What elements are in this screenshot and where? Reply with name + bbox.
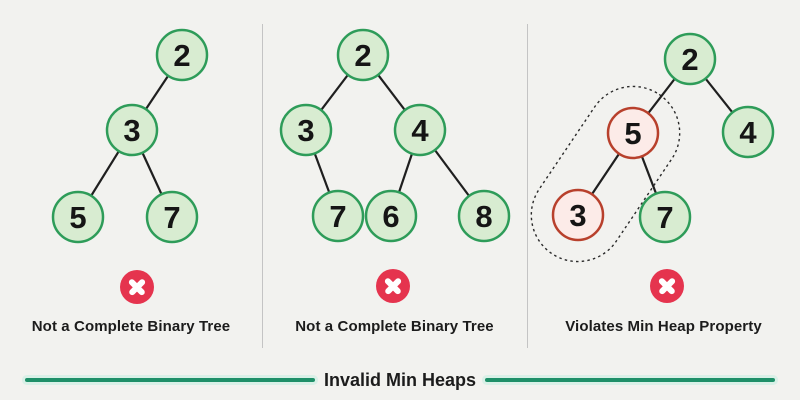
node-label: 8 (475, 199, 492, 234)
panel-caption: Violates Min Heap Property (565, 318, 762, 335)
tree-node (155, 28, 209, 82)
node-label: 2 (354, 38, 371, 73)
tree-node (393, 103, 447, 157)
tree-node (721, 105, 775, 159)
node-label: 7 (163, 200, 180, 235)
node-label: 5 (69, 200, 86, 235)
left-accent-rule (24, 377, 315, 383)
tree-node (364, 189, 418, 243)
node-label: 2 (681, 42, 698, 77)
tree-node (311, 189, 365, 243)
node-label: 7 (656, 200, 673, 235)
node-label: 4 (411, 113, 429, 148)
right-accent-rule (485, 377, 776, 383)
tree-node (606, 106, 660, 160)
error-x-icon (120, 270, 154, 304)
tree-node (279, 103, 333, 157)
node-label: 3 (123, 113, 140, 148)
panel-caption: Not a Complete Binary Tree (295, 318, 494, 335)
tree-node (663, 32, 717, 86)
tree-node (51, 190, 105, 244)
node-label: 4 (739, 115, 757, 150)
node-label: 6 (382, 199, 399, 234)
node-label: 2 (173, 38, 190, 73)
node-label: 3 (569, 198, 586, 233)
error-x-icon (650, 269, 684, 303)
tree-node (638, 190, 692, 244)
footer-title: Invalid Min Heaps (323, 369, 477, 390)
node-label: 3 (297, 113, 314, 148)
tree-node (105, 103, 159, 157)
panel-divider (262, 24, 263, 348)
violation-highlight-outline (530, 85, 681, 263)
tree-node (551, 188, 605, 242)
tree-node (336, 28, 390, 82)
tree-node (457, 189, 511, 243)
error-x-icon (376, 269, 410, 303)
panel-caption: Not a Complete Binary Tree (31, 318, 231, 335)
node-label: 5 (624, 116, 641, 151)
footer: Invalid Min Heaps (0, 369, 800, 391)
tree-node (145, 190, 199, 244)
panel-divider (527, 24, 528, 348)
node-label: 7 (329, 199, 346, 234)
